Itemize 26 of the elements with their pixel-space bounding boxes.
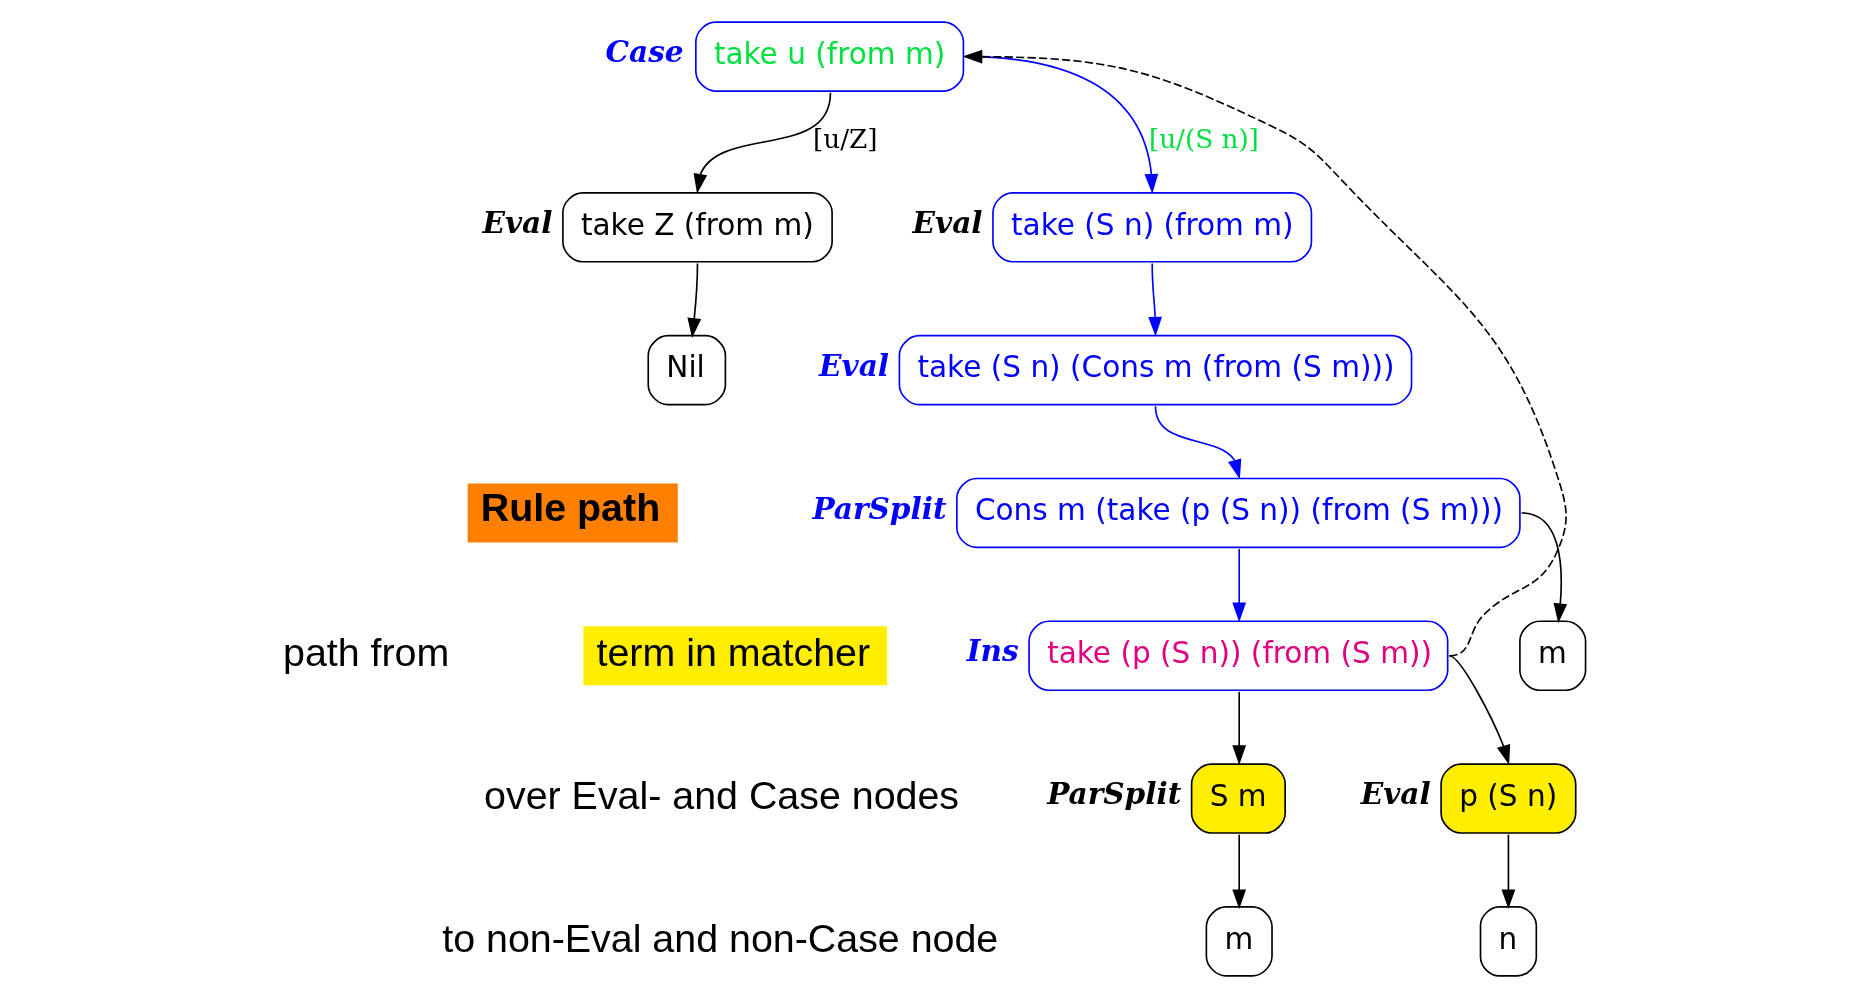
arrow <box>1232 690 1247 765</box>
label: to non-Eval and non-Case node <box>442 915 999 960</box>
arrow <box>1154 404 1242 479</box>
arrow <box>693 91 832 194</box>
arrow <box>1448 654 1511 765</box>
node-label: Ins <box>966 632 1019 668</box>
node-label: Eval <box>912 204 983 240</box>
node-label: ParSplit <box>812 490 947 526</box>
label: path from <box>283 629 450 674</box>
arrow <box>1232 547 1247 622</box>
node-label: Eval <box>818 347 889 383</box>
node-label: Eval <box>1360 775 1431 811</box>
arrow <box>962 49 1567 657</box>
edge-label: [u/Z] <box>812 123 878 154</box>
node-label: ParSplit <box>1047 775 1182 811</box>
label: term in matcher <box>596 629 871 674</box>
label: Rule path <box>480 484 661 529</box>
arrow <box>1232 833 1247 909</box>
arrow <box>1520 511 1568 623</box>
node-label: Eval <box>482 204 553 240</box>
edge-label: [u/(S n)] <box>1148 123 1259 154</box>
label: over Eval- and Case nodes <box>484 772 960 817</box>
arrow <box>1148 262 1162 336</box>
node-label: Case <box>605 33 684 69</box>
arrow <box>1501 833 1516 909</box>
arrow <box>687 262 702 338</box>
